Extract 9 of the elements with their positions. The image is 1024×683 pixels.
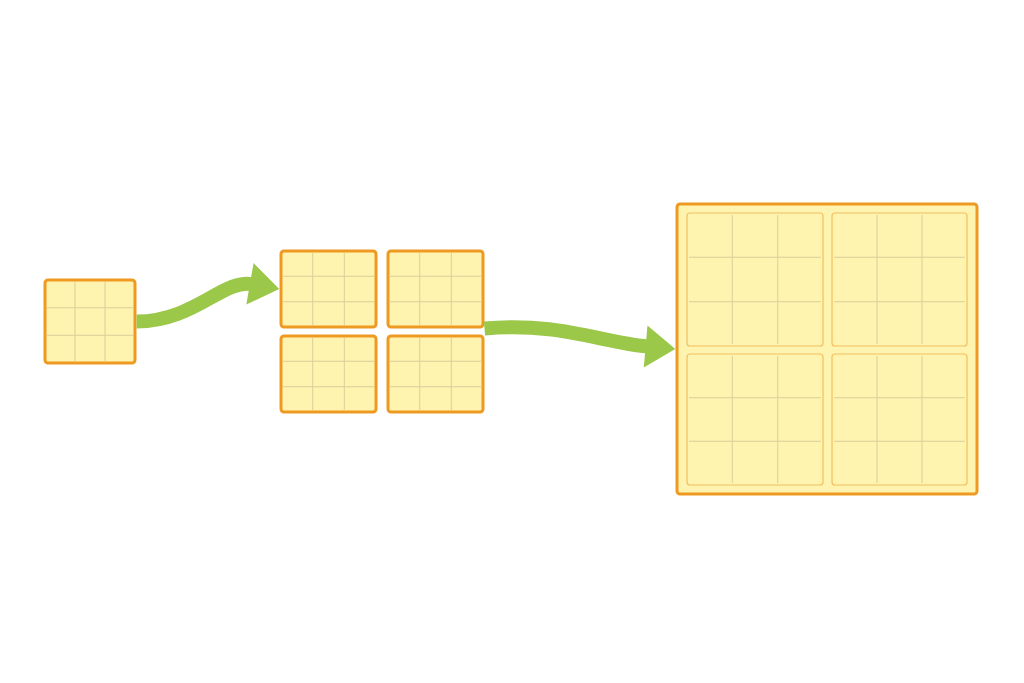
grid-tile bbox=[43, 278, 137, 365]
grid-tile bbox=[831, 353, 968, 486]
grid-tile bbox=[686, 212, 824, 347]
grid-tile bbox=[279, 249, 378, 329]
grid-tile bbox=[831, 212, 968, 347]
grid-tile bbox=[386, 249, 485, 329]
grid-tile bbox=[279, 334, 378, 414]
grid-tile bbox=[386, 334, 485, 414]
grid-tile bbox=[686, 353, 824, 486]
